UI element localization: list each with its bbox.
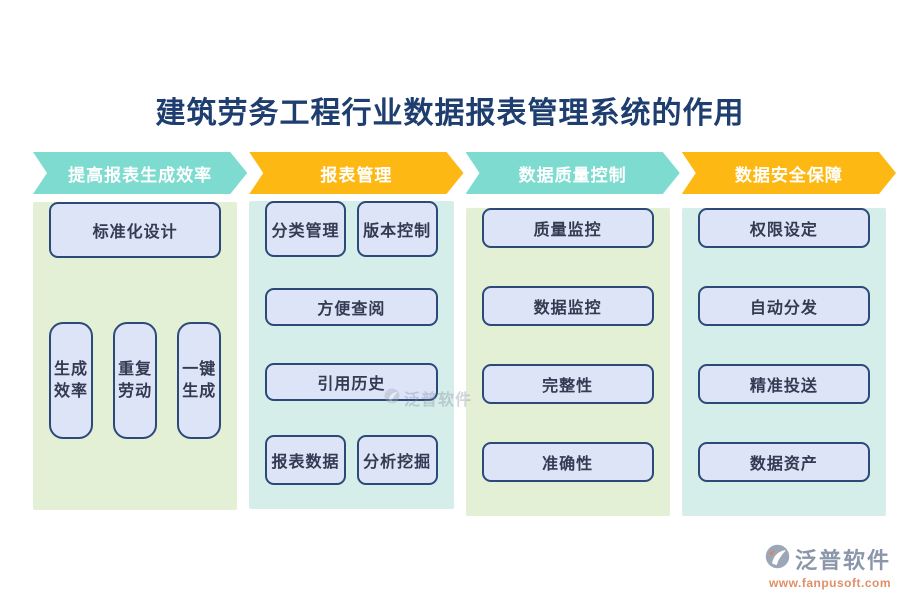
page-title: 建筑劳务工程行业数据报表管理系统的作用 (155, 97, 745, 130)
feature-pill-repetitive-labor: 重复 劳动 (113, 322, 158, 439)
stage-header-data-quality: 数据质量控制 (466, 152, 680, 194)
stage-panel-data-quality: 质量监控 数据监控 完整性 准确性 (465, 208, 670, 516)
brand-name: 泛普软件 (794, 548, 891, 573)
feature-box-standardized-design: 标准化设计 (49, 202, 222, 258)
pill-group: 生成 效率 重复 劳动 一键 生成 (49, 322, 222, 439)
flow-columns: 提高报表生成效率 标准化设计 生成 效率 重复 劳动 一键 生成 报表管理 分类… (33, 152, 886, 516)
feature-box-quality-monitoring: 质量监控 (481, 208, 654, 248)
feature-box-precise-delivery: 精准投送 (697, 364, 870, 404)
feature-pill-one-key-generation: 一键 生成 (177, 322, 222, 439)
brand-line: 泛普软件 (765, 543, 891, 575)
feature-box-data-monitoring: 数据监控 (481, 286, 654, 326)
box-row: 分类管理 版本控制 (265, 201, 438, 257)
feature-box-data-assets: 数据资产 (697, 442, 870, 482)
feature-box-auto-distribution: 自动分发 (697, 286, 870, 326)
box-row: 报表数据 分析挖掘 (265, 435, 438, 485)
stage-header-efficiency: 提高报表生成效率 (33, 152, 247, 194)
feature-box-category-management: 分类管理 (265, 201, 346, 257)
flow-column-data-quality: 数据质量控制 质量监控 数据监控 完整性 准确性 (465, 152, 670, 516)
stage-panel-efficiency: 标准化设计 生成 效率 重复 劳动 一键 生成 (33, 202, 238, 510)
feature-box-report-data: 报表数据 (265, 435, 346, 485)
feature-box-easy-lookup: 方便查阅 (265, 288, 438, 326)
stage-header-data-security: 数据安全保障 (682, 152, 896, 194)
brand-footer: 泛普软件 www.fanpusoft.com (765, 543, 891, 590)
flow-column-report-management: 报表管理 分类管理 版本控制 方便查阅 引用历史 报表数据 分析挖掘 (249, 152, 453, 516)
stage-header-report-management: 报表管理 (249, 152, 463, 194)
feature-box-permission-setting: 权限设定 (697, 208, 870, 248)
feature-box-accuracy: 准确性 (481, 442, 654, 482)
feature-box-analysis-mining: 分析挖掘 (356, 435, 438, 485)
feature-box-completeness: 完整性 (481, 364, 654, 404)
flow-column-data-security: 数据安全保障 权限设定 自动分发 精准投送 数据资产 (681, 152, 886, 516)
stage-panel-report-management: 分类管理 版本控制 方便查阅 引用历史 报表数据 分析挖掘 (249, 201, 454, 509)
feature-box-version-control: 版本控制 (356, 201, 438, 257)
fanpu-logo-icon (765, 544, 790, 574)
flow-column-report-efficiency: 提高报表生成效率 标准化设计 生成 效率 重复 劳动 一键 生成 (33, 152, 237, 516)
feature-box-reference-history: 引用历史 (265, 363, 438, 401)
feature-pill-generation-efficiency: 生成 效率 (49, 322, 93, 439)
stage-panel-data-security: 权限设定 自动分发 精准投送 数据资产 (681, 208, 886, 516)
brand-url: www.fanpusoft.com (768, 576, 891, 590)
